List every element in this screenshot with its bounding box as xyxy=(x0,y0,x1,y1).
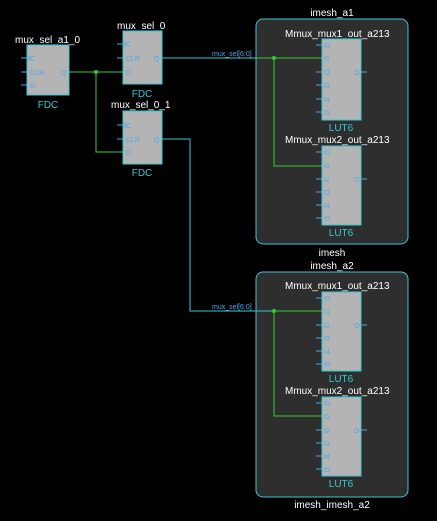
pin-i5: I5 xyxy=(324,467,330,474)
pin-q: Q xyxy=(154,56,160,63)
lut-a2-mux1[interactable]: Mmux_mux1_out_a213 I0 I1 I2 I3 I4 I5 O L… xyxy=(285,281,390,385)
cell-type: LUT6 xyxy=(329,123,354,134)
pin-i1: I1 xyxy=(324,163,330,170)
pin-i0: I0 xyxy=(324,150,330,157)
cell-instance-name: mux_sel_0 xyxy=(117,21,166,32)
pin-clr: CLR xyxy=(126,56,140,63)
pin-i3: I3 xyxy=(324,190,330,197)
cell-instance-name: Mmux_mux2_out_a213 xyxy=(285,135,390,146)
pin-i4: I4 xyxy=(324,97,330,104)
hier-block-imesh-a1[interactable]: imesh_a1 imesh xyxy=(255,8,409,259)
pin-i0: I0 xyxy=(324,296,330,303)
pin-clr: CLR xyxy=(126,137,140,144)
pin-i5: I5 xyxy=(324,110,330,117)
pin-i1: I1 xyxy=(324,309,330,316)
cell-instance-name: Mmux_mux1_out_a213 xyxy=(285,29,390,40)
cell-instance-name: Mmux_mux2_out_a213 xyxy=(285,386,390,397)
cell-instance-name: Mmux_mux1_out_a213 xyxy=(285,281,390,292)
pin-o: O xyxy=(354,428,360,435)
cell-type: FDC xyxy=(132,89,153,100)
cell-type: FDC xyxy=(38,100,59,111)
pin-i0: I0 xyxy=(324,43,330,50)
pin-clr: CLR xyxy=(30,70,44,77)
pin-i2: I2 xyxy=(324,70,330,77)
cell-type: LUT6 xyxy=(329,374,354,385)
pin-c: C xyxy=(126,42,131,49)
net-mux-sel-a1-0-q[interactable] xyxy=(75,70,123,153)
pin-i5: I5 xyxy=(324,216,330,223)
hier-block-imesh-a2[interactable]: imesh_a2 imesh_imesh_a2 xyxy=(255,261,409,511)
clock-marks xyxy=(26,40,127,129)
net-mux-sel-0-1-q[interactable] xyxy=(162,138,322,417)
hier-title: imesh_a2 xyxy=(310,261,354,272)
cell-instance-name: mux_sel_0_1 xyxy=(111,100,171,111)
pin-i4: I4 xyxy=(324,203,330,210)
ff-mux-sel-0[interactable]: mux_sel_0 C CLR D Q FDC xyxy=(117,21,166,100)
pin-i3: I3 xyxy=(324,83,330,90)
pin-c: C xyxy=(126,123,131,130)
pin-d: D xyxy=(126,150,131,157)
pin-d: D xyxy=(126,70,131,77)
pin-o: O xyxy=(354,177,360,184)
pin-o: O xyxy=(354,70,360,77)
net-mux-sel-0-q[interactable] xyxy=(162,56,322,167)
lut-a1-mux1[interactable]: Mmux_mux1_out_a213 I0 I1 I2 I3 I4 I5 O L… xyxy=(285,29,390,134)
pin-i1: I1 xyxy=(324,56,330,63)
pin-c: C xyxy=(30,56,35,63)
cell-type: LUT6 xyxy=(329,228,354,239)
hier-title: imesh_a1 xyxy=(310,8,354,19)
pin-i5: I5 xyxy=(324,362,330,369)
pin-i3: I3 xyxy=(324,336,330,343)
cell-type: LUT6 xyxy=(329,479,354,490)
pin-i4: I4 xyxy=(324,454,330,461)
pin-o: O xyxy=(354,323,360,330)
ff-mux-sel-0-1[interactable]: mux_sel_0_1 C CLR D Q FDC xyxy=(111,100,171,179)
lut-a2-mux2[interactable]: Mmux_mux2_out_a213 I0 I1 I2 I3 I4 I5 O L… xyxy=(285,386,390,490)
hier-footer: imesh_imesh_a2 xyxy=(294,500,370,511)
hier-footer: imesh xyxy=(319,248,346,259)
cell-instance-name: mux_sel_a1_0 xyxy=(15,35,80,46)
pin-i1: I1 xyxy=(324,414,330,421)
pin-i2: I2 xyxy=(324,428,330,435)
pin-q: Q xyxy=(154,137,160,144)
pin-d: D xyxy=(30,83,35,90)
ff-mux-sel-a1-0[interactable]: mux_sel_a1_0 C CLR D Q FDC xyxy=(15,35,80,111)
pin-i0: I0 xyxy=(324,401,330,408)
pin-i2: I2 xyxy=(324,177,330,184)
cell-type: FDC xyxy=(132,168,153,179)
lut-a1-mux2[interactable]: Mmux_mux2_out_a213 I0 I1 I2 I3 I4 I5 O L… xyxy=(285,135,390,239)
pin-i2: I2 xyxy=(324,323,330,330)
pin-i3: I3 xyxy=(324,441,330,448)
pin-q: Q xyxy=(61,70,67,77)
bus-label: mux_sel[6:0] xyxy=(212,304,252,311)
bus-label: mux_sel[6:0] xyxy=(212,51,252,58)
pin-i4: I4 xyxy=(324,349,330,356)
